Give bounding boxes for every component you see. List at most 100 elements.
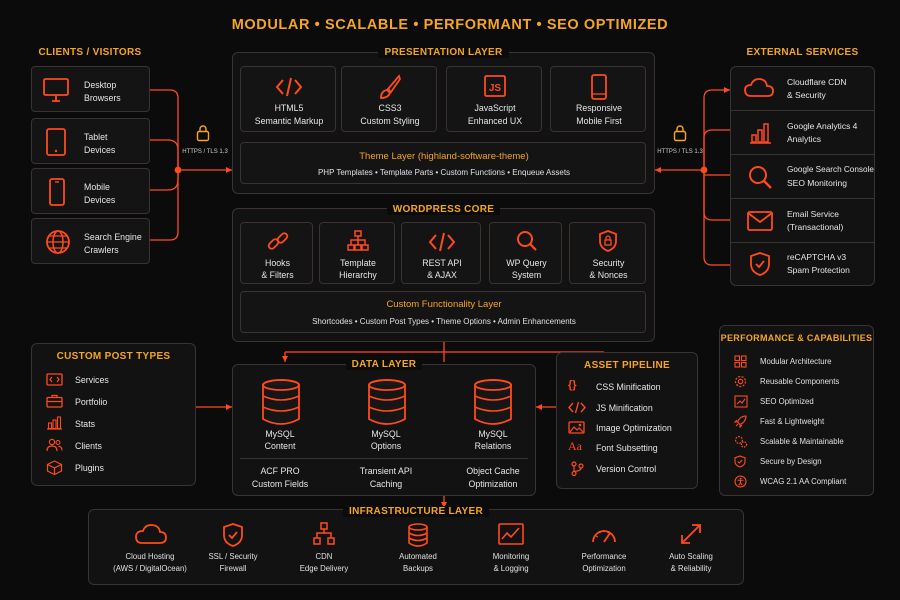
- asset-item-font[interactable]: Aa Font Subsetting: [568, 439, 694, 456]
- pres-card-js[interactable]: JS JavaScript Enhanced UX: [446, 66, 542, 132]
- ext-search-console-l1: Google Search Console: [787, 165, 874, 174]
- ext-analytics-l1: Google Analytics 4: [787, 121, 858, 131]
- client-desktop[interactable]: Desktop Browsers: [31, 66, 150, 112]
- perf-modular-label: Modular Architecture: [760, 357, 832, 366]
- database-icon: [366, 378, 408, 426]
- pres-card-html-l2: Semantic Markup: [254, 116, 324, 126]
- pres-card-css[interactable]: CSS3 Custom Styling: [341, 66, 437, 132]
- gear-icon: [734, 375, 747, 388]
- accessibility-icon: [734, 475, 747, 488]
- lock-icon: [673, 124, 687, 142]
- cpt-item-stats[interactable]: Stats: [46, 416, 186, 432]
- gauge-icon: [590, 524, 618, 544]
- database-icon: [472, 378, 514, 426]
- data-note-acf-l2: Custom Fields: [251, 479, 309, 489]
- code-icon: [46, 373, 63, 386]
- asset-item-js[interactable]: JS Minification: [568, 400, 694, 416]
- data-note-transient-l1: Transient API: [359, 466, 413, 476]
- perf-fast-label: Fast & Lightweight: [760, 417, 825, 426]
- cpt-services-label: Services: [75, 375, 109, 385]
- ext-cloudflare[interactable]: Cloudflare CDN & Security: [731, 67, 874, 111]
- link-label-right: HTTPS / TLS 1.3: [657, 149, 703, 155]
- client-desktop-label-1: Desktop: [84, 80, 117, 90]
- infra-monitoring-l1: Monitoring: [492, 552, 530, 561]
- pres-card-resp-l1: Responsive: [576, 103, 622, 113]
- theme-layer[interactable]: Theme Layer (highland-software-theme) PH…: [240, 142, 646, 184]
- cpt-item-services[interactable]: Services: [46, 372, 186, 388]
- pres-card-html[interactable]: HTML5 Semantic Markup: [240, 66, 336, 132]
- data-layer-title: DATA LAYER: [232, 359, 536, 370]
- globe-icon: [44, 228, 72, 256]
- code-icon: [275, 76, 303, 98]
- core-card-rest[interactable]: REST API & AJAX: [401, 222, 481, 284]
- data-note-acf-l1: ACF PRO: [260, 466, 300, 476]
- hierarchy-icon: [347, 230, 369, 252]
- pres-card-js-l2: Enhanced UX: [467, 116, 523, 126]
- core-template-l2: Hierarchy: [339, 270, 377, 280]
- perf-item-modular: Modular Architecture: [734, 355, 870, 369]
- infra-ssl-l2: Firewall: [219, 564, 247, 573]
- core-template-l1: Template: [340, 258, 376, 268]
- custom-layer-items: Shortcodes • Custom Post Types • Theme O…: [312, 317, 576, 326]
- infrastructure-title: INFRASTRUCTURE LAYER: [88, 506, 744, 517]
- data-note-cache-l1: Object Cache: [466, 466, 520, 476]
- data-note-cache-l2: Optimization: [468, 479, 518, 489]
- pres-card-responsive[interactable]: Responsive Mobile First: [550, 66, 646, 132]
- db-content-l1: MySQL: [265, 429, 295, 439]
- asset-item-version[interactable]: Version Control: [568, 461, 694, 477]
- custom-functionality-layer[interactable]: Custom Functionality Layer Shortcodes • …: [240, 291, 646, 333]
- core-query-l2: System: [511, 270, 542, 280]
- shield-check-icon: [734, 455, 746, 468]
- phone-icon: [590, 73, 608, 101]
- pres-card-resp-l2: Mobile First: [576, 116, 622, 126]
- db-relations-l2: Relations: [474, 441, 512, 451]
- gears-icon: [734, 435, 748, 448]
- asset-item-image[interactable]: Image Optimization: [568, 420, 694, 436]
- braces-icon: {}: [568, 379, 577, 391]
- cpt-item-portfolio[interactable]: Portfolio: [46, 394, 186, 410]
- rocket-icon: [734, 415, 747, 428]
- perf-secure-label: Secure by Design: [760, 457, 822, 466]
- mail-icon: [746, 210, 774, 232]
- infra-autoscaling-l2: & Reliability: [670, 564, 712, 573]
- presentation-title: PRESENTATION LAYER: [232, 47, 655, 58]
- cloud-icon: [743, 76, 775, 100]
- perf-scalable-label: Scalable & Maintainable: [760, 437, 844, 446]
- code-icon: [428, 232, 456, 252]
- theme-layer-items: PHP Templates • Template Parts • Custom …: [317, 168, 571, 177]
- core-rest-l1: REST API: [422, 258, 462, 268]
- infra-backups-l1: Automated: [399, 552, 437, 561]
- core-card-query[interactable]: WP Query System: [489, 222, 562, 284]
- db-options-l2: Options: [370, 441, 402, 451]
- infrastructure-layer: [88, 509, 744, 585]
- infra-backups-l2: Backups: [403, 564, 433, 573]
- ext-analytics[interactable]: Google Analytics 4 Analytics: [731, 111, 874, 155]
- client-crawlers[interactable]: Search Engine Crawlers: [31, 218, 150, 264]
- ext-email[interactable]: Email Service (Transactional): [731, 199, 874, 243]
- ext-email-l1: Email Service: [787, 209, 839, 219]
- asset-pipeline: [556, 352, 698, 489]
- custom-post-types: [31, 343, 196, 486]
- ext-recaptcha[interactable]: reCAPTCHA v3 Spam Protection: [731, 243, 874, 285]
- ext-cloudflare-l1: Cloudflare CDN: [787, 77, 847, 87]
- external-services: [730, 66, 875, 286]
- ext-analytics-l2: Analytics: [787, 134, 822, 144]
- cpt-item-plugins[interactable]: Plugins: [46, 460, 186, 476]
- asset-item-css[interactable]: {} CSS Minification: [568, 379, 694, 395]
- perf-seo-label: SEO Optimized: [760, 397, 814, 406]
- ext-email-l2: (Transactional): [787, 222, 844, 232]
- core-card-security[interactable]: Security & Nonces: [569, 222, 646, 284]
- cpt-item-clients[interactable]: Clients: [46, 438, 186, 454]
- client-mobile[interactable]: Mobile Devices: [31, 168, 150, 214]
- cpt-title: CUSTOM POST TYPES: [56, 351, 171, 362]
- bar-chart-icon: [46, 416, 63, 430]
- core-card-template[interactable]: Template Hierarchy: [319, 222, 395, 284]
- ext-search-console[interactable]: Google Search Console SEO Monitoring: [731, 155, 874, 199]
- theme-layer-title: Theme Layer (highland-software-theme): [359, 151, 529, 162]
- code-icon: [568, 401, 586, 414]
- core-card-hooks[interactable]: Hooks & Filters: [240, 222, 313, 284]
- infra-performance: Performance Optimization: [557, 522, 651, 580]
- search-icon: [516, 230, 538, 252]
- client-tablet[interactable]: Tablet Devices: [31, 118, 150, 164]
- asset-image-label: Image Optimization: [596, 423, 672, 433]
